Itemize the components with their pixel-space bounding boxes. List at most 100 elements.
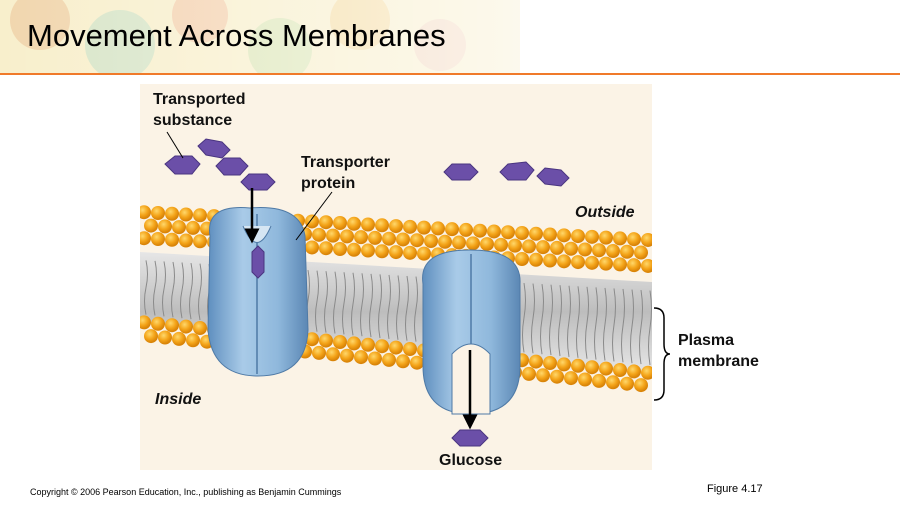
- lipid-head: [326, 228, 340, 243]
- lipid-head: [347, 336, 361, 351]
- lipid-head: [193, 208, 207, 223]
- lipid-head: [403, 342, 417, 356]
- lipid-head: [543, 356, 557, 370]
- lipid-head: [543, 253, 557, 268]
- lipid-head: [571, 255, 585, 270]
- label-transporter-protein: Transporter protein: [301, 154, 390, 192]
- lipid-head: [641, 258, 652, 273]
- lipid-head: [641, 232, 652, 247]
- lipid-head: [613, 363, 627, 377]
- lipid-head: [368, 351, 382, 366]
- lipid-head: [389, 245, 403, 260]
- lipid-head: [599, 230, 613, 245]
- lipid-head: [627, 232, 641, 247]
- transported-substance-molecules: [164, 138, 570, 447]
- title-underline: [0, 73, 900, 75]
- membrane-figure: Transported substance Transporter protei…: [140, 84, 652, 470]
- lipid-head: [550, 240, 564, 255]
- transporter-protein-left: [207, 207, 309, 377]
- lipid-head: [396, 354, 410, 369]
- lipid-head: [424, 234, 438, 249]
- lipid-head: [592, 243, 606, 258]
- lipid-head: [578, 372, 592, 387]
- lipid-head: [172, 331, 186, 346]
- lipid-head: [452, 235, 466, 250]
- lipid-head: [144, 329, 158, 344]
- lipid-head: [557, 357, 571, 372]
- lipid-head: [515, 252, 529, 267]
- lipid-head: [319, 241, 333, 256]
- lipid-head: [606, 375, 620, 390]
- lipid-head: [158, 219, 172, 234]
- lipid-head: [627, 258, 641, 273]
- lipid-head: [165, 318, 179, 333]
- lipid-head: [466, 236, 480, 251]
- brace-icon: [653, 307, 671, 401]
- label-plasma-membrane: Plasma membrane: [678, 332, 759, 370]
- lipid-head: [382, 231, 396, 246]
- lipid-head: [361, 217, 375, 232]
- lipid-head: [585, 229, 599, 244]
- transporter-protein-right: [422, 249, 521, 415]
- lipid-head: [151, 205, 165, 220]
- hexagon-molecule-icon: [251, 245, 265, 279]
- lipid-head: [564, 241, 578, 256]
- lipid-head: [473, 223, 487, 238]
- banner-background: [0, 0, 900, 74]
- leader-line: [166, 131, 184, 159]
- lipid-head: [193, 321, 207, 335]
- lipid-head: [522, 239, 536, 254]
- lipid-head: [634, 378, 648, 393]
- lipid-head: [140, 315, 151, 330]
- lipid-head: [389, 219, 403, 234]
- lipid-head: [529, 252, 543, 267]
- lipid-head: [410, 355, 424, 370]
- lipid-head: [494, 237, 508, 252]
- label-inside: Inside: [155, 391, 202, 408]
- copyright-notice: Copyright © 2006 Pearson Education, Inc.…: [30, 487, 342, 497]
- lipid-head: [382, 352, 396, 367]
- lipid-head: [403, 219, 417, 234]
- lipid-head: [165, 232, 179, 247]
- lipid-head: [599, 256, 613, 271]
- lipid-head: [340, 348, 354, 363]
- lipid-head: [613, 257, 627, 272]
- lipid-head: [438, 234, 452, 249]
- lipid-head: [186, 333, 200, 348]
- lipid-head: [193, 234, 207, 249]
- lipid-head: [151, 231, 165, 246]
- lipid-head: [403, 245, 417, 260]
- lipid-head: [529, 226, 543, 241]
- lipid-head: [627, 364, 641, 379]
- label-outside: Outside: [575, 204, 635, 221]
- lipid-head: [431, 221, 445, 236]
- lipid-head: [144, 218, 158, 233]
- lipid-head: [508, 238, 522, 253]
- lipid-head: [158, 330, 172, 345]
- lipid-head: [641, 365, 652, 380]
- lipid-head: [571, 229, 585, 244]
- lipid-head: [140, 205, 151, 220]
- lipid-head: [571, 358, 585, 373]
- lipid-head: [543, 227, 557, 242]
- lipid-head: [186, 220, 200, 235]
- lipid-head: [606, 244, 620, 259]
- lipid-head: [326, 347, 340, 362]
- lipid-head: [417, 246, 431, 261]
- lipid-head: [319, 215, 333, 230]
- lipid-head: [151, 316, 165, 331]
- lipid-head: [634, 245, 648, 260]
- lipid-head: [620, 376, 634, 391]
- lipid-head: [599, 361, 613, 376]
- lipid-head: [354, 350, 368, 365]
- lipid-head: [557, 228, 571, 243]
- lipid-head: [445, 222, 459, 237]
- lipid-head: [375, 218, 389, 233]
- lipid-head: [347, 242, 361, 257]
- hexagon-molecule-icon: [443, 163, 479, 181]
- lipid-head: [312, 345, 326, 360]
- membrane-diagram: [140, 131, 652, 447]
- hexagon-molecule-icon: [499, 161, 535, 181]
- lipid-head: [515, 226, 529, 241]
- lipid-head: [165, 206, 179, 221]
